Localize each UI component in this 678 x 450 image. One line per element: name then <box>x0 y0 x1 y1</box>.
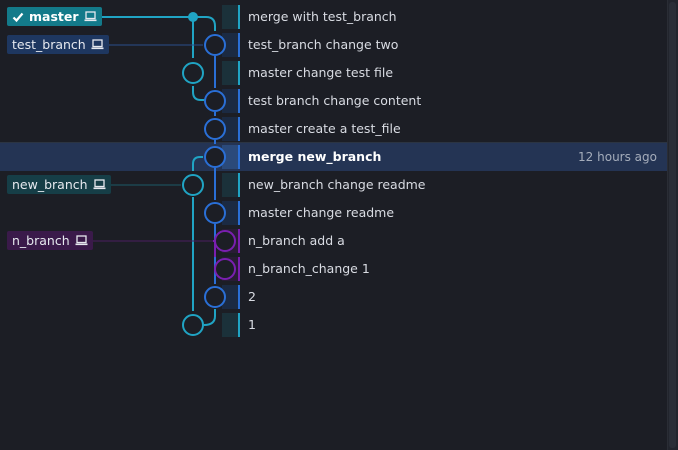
lane-master-bottom-curve <box>203 309 216 326</box>
ref-label: master <box>29 9 79 24</box>
commit-lane-bar <box>238 145 240 169</box>
commit-message[interactable]: master create a test_file <box>248 121 401 136</box>
selected-commit-row[interactable] <box>0 143 667 171</box>
commit-lane-bar <box>238 229 240 253</box>
commit-message[interactable]: master change test file <box>248 65 394 80</box>
commit-timestamp: 12 hours ago <box>578 150 657 164</box>
commit-node[interactable] <box>204 286 226 308</box>
commit-node[interactable] <box>204 34 226 56</box>
checkmark-icon <box>12 12 24 22</box>
commit-message[interactable]: test_branch change two <box>248 37 399 52</box>
commit-node[interactable] <box>182 62 204 84</box>
commit-message[interactable]: 2 <box>248 289 256 304</box>
lane-master-new-branch-curve <box>192 156 203 171</box>
commit-lane-bar <box>238 285 240 309</box>
commit-lane-bar <box>238 89 240 113</box>
commit-lane-tag <box>222 89 238 113</box>
ref-test-branch[interactable]: test_branch <box>7 35 109 54</box>
commit-lane-bar <box>238 257 240 281</box>
commit-lane-tag <box>222 117 238 141</box>
commit-node[interactable] <box>182 174 204 196</box>
laptop-icon <box>75 235 88 246</box>
commit-lane-bar <box>238 173 240 197</box>
commit-message[interactable]: n_branch_change 1 <box>248 261 370 276</box>
ref-label: test_branch <box>12 37 86 52</box>
commit-message[interactable]: master change readme <box>248 205 395 220</box>
commit-message[interactable]: new_branch change readme <box>248 177 426 192</box>
lane-master-curve-to-test <box>192 86 205 101</box>
commit-lane-tag <box>222 285 238 309</box>
commit-lane-tag <box>222 173 238 197</box>
ref-n-branch[interactable]: n_branch <box>7 231 93 250</box>
branch-graph <box>88 12 236 336</box>
commit-message[interactable]: 1 <box>248 317 256 332</box>
ref-master[interactable]: master <box>7 7 102 26</box>
commit-node[interactable] <box>214 230 236 252</box>
commit-node[interactable] <box>204 118 226 140</box>
commit-lane-tag <box>222 313 238 337</box>
commit-node[interactable] <box>188 12 198 22</box>
commit-node[interactable] <box>214 258 236 280</box>
commit-message[interactable]: merge with test_branch <box>248 9 397 24</box>
commit-message[interactable]: n_branch add a <box>248 233 345 248</box>
commit-lane-tag <box>222 201 238 225</box>
commit-node[interactable] <box>204 146 226 168</box>
commit-lane-tag <box>222 5 238 29</box>
commit-message[interactable]: merge new_branch <box>248 149 382 164</box>
commit-lane-bar <box>238 201 240 225</box>
commit-lane-tag <box>222 61 238 85</box>
commit-lane-bar <box>238 5 240 29</box>
commit-message[interactable]: test branch change content <box>248 93 422 108</box>
commit-lane-tag <box>222 33 238 57</box>
lane-master-merge-top <box>193 16 216 31</box>
ref-new-branch[interactable]: new_branch <box>7 175 111 194</box>
ref-label: new_branch <box>12 177 88 192</box>
commit-lane-tag <box>222 145 238 169</box>
laptop-icon <box>84 11 97 22</box>
commit-lane-bar <box>238 313 240 337</box>
scrollbar-thumb[interactable] <box>669 2 676 448</box>
ref-label: n_branch <box>12 233 70 248</box>
commit-lane-bar <box>238 33 240 57</box>
commit-lane-bar <box>238 117 240 141</box>
laptop-icon <box>93 179 106 190</box>
commit-node[interactable] <box>204 90 226 112</box>
commit-node[interactable] <box>204 202 226 224</box>
laptop-icon <box>91 39 104 50</box>
commit-lane-bar <box>238 61 240 85</box>
row-divider <box>0 142 667 143</box>
commit-node[interactable] <box>182 314 204 336</box>
